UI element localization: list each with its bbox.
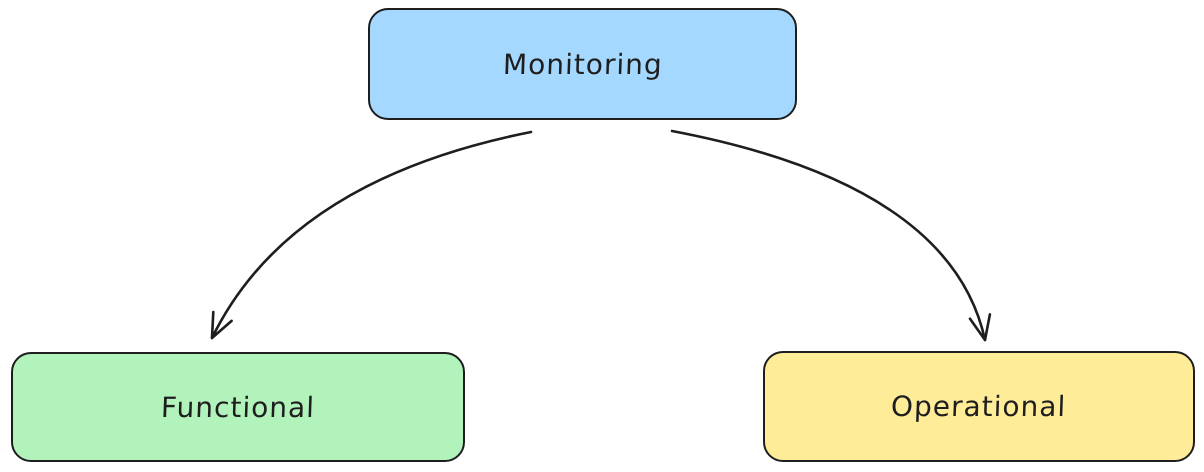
edge-curve [210, 130, 533, 340]
node-monitoring-label: Monitoring [502, 47, 663, 81]
edge-curve [670, 129, 987, 342]
node-functional-label: Functional [160, 390, 316, 424]
edge-monitoring-to-operational [670, 129, 992, 342]
node-monitoring: Monitoring [368, 8, 797, 120]
node-operational-label: Operational [890, 390, 1068, 423]
edge-monitoring-to-functional [210, 130, 533, 340]
arrowhead-icon [210, 310, 233, 340]
node-operational: Operational [763, 351, 1195, 462]
arrowhead-icon [968, 313, 992, 342]
node-functional: Functional [11, 352, 465, 462]
